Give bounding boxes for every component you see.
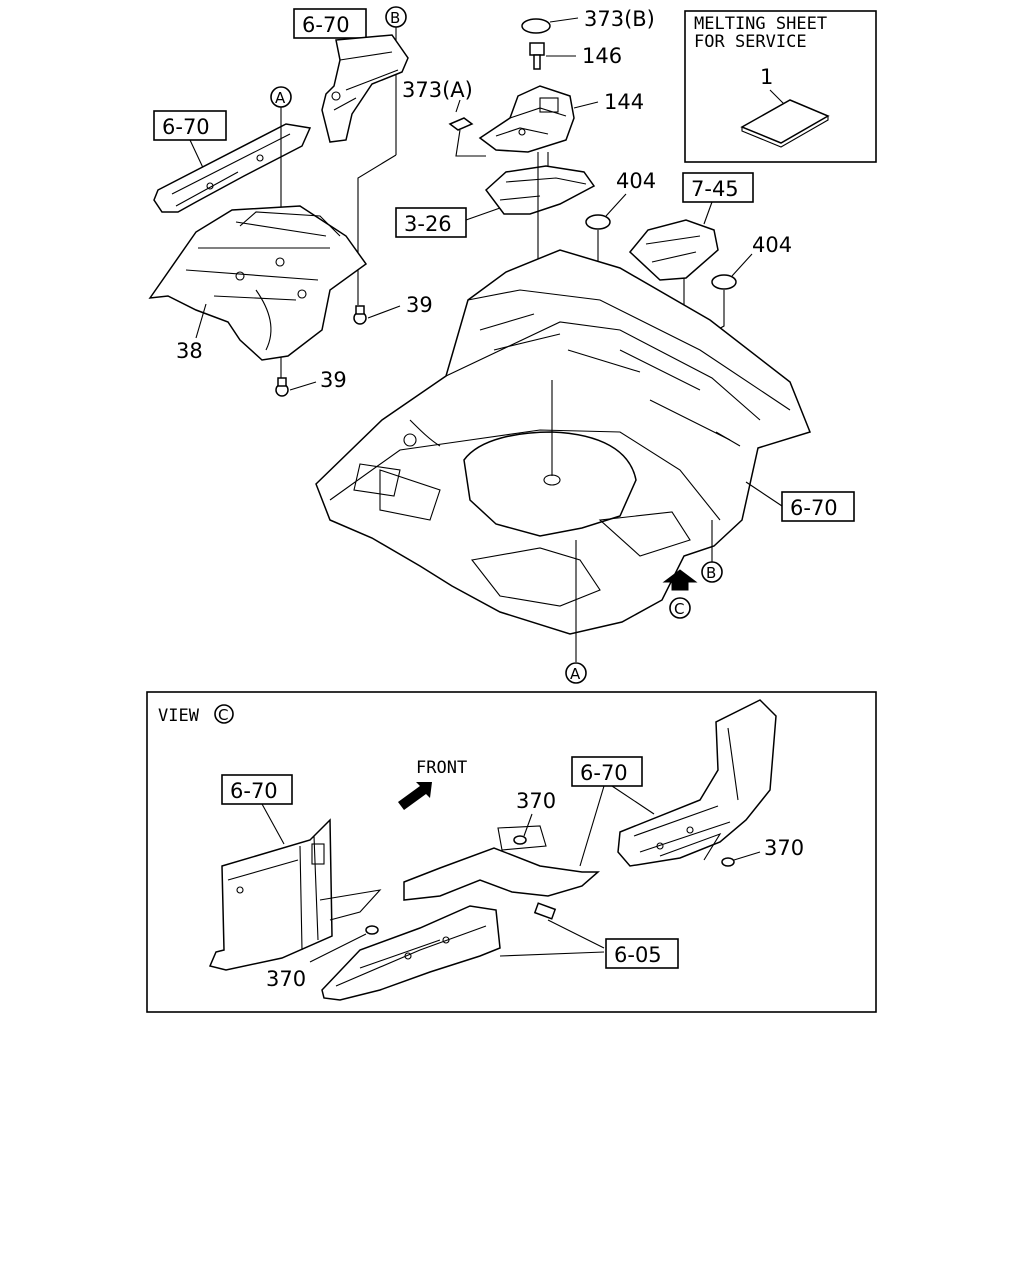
svg-text:C: C xyxy=(674,600,684,618)
part-39-label-lower: 39 xyxy=(320,368,347,392)
cap-373a xyxy=(448,99,486,157)
rear-side-rail-upper xyxy=(321,34,409,143)
front-arrow-icon xyxy=(398,782,432,810)
circle-marker-a-bottom: A xyxy=(565,662,587,684)
part-38-label: 38 xyxy=(176,339,203,363)
part-144-label: 144 xyxy=(604,90,644,114)
svg-text:7-45: 7-45 xyxy=(691,177,739,201)
svg-text:6-70: 6-70 xyxy=(790,496,838,520)
ref-7-45: 7-45 xyxy=(682,172,754,225)
floor-panel xyxy=(315,249,811,635)
ref-3-26: 3-26 xyxy=(395,207,501,238)
view-c-arrow: C xyxy=(662,569,698,619)
ref-6-70-left: 6-70 xyxy=(153,110,227,173)
svg-text:A: A xyxy=(570,665,581,683)
svg-text:6-70: 6-70 xyxy=(302,13,350,37)
cap-373b xyxy=(521,17,579,34)
view-label: VIEW xyxy=(158,706,200,726)
svg-text:6-05: 6-05 xyxy=(614,943,662,967)
floor-crossmember-38 xyxy=(148,205,368,361)
view-lower-rail xyxy=(321,905,501,1001)
grommet-39-lower xyxy=(275,377,317,397)
svg-text:6-70: 6-70 xyxy=(580,761,628,785)
ref-6-70-right: 6-70 xyxy=(745,481,855,522)
melting-sheet-title-line1: MELTING SHEET xyxy=(694,14,827,34)
seat-bracket-7-45 xyxy=(628,219,719,314)
bolt-146 xyxy=(529,42,576,70)
circle-marker-b-right: B xyxy=(701,520,723,583)
ref-6-70-top: 6-70 xyxy=(293,8,367,39)
plug-404-left xyxy=(585,193,627,266)
part-370-label-left: 370 xyxy=(266,967,306,991)
part-370-label-center: 370 xyxy=(516,789,556,813)
view-c-marker: C xyxy=(218,706,228,724)
rear-side-rail-left xyxy=(153,123,312,213)
melting-sheet-box: MELTING SHEET FOR SERVICE 1 xyxy=(684,10,877,163)
svg-text:B: B xyxy=(390,9,400,27)
plug-370-view-right xyxy=(721,857,735,867)
melting-sheet-item-number: 1 xyxy=(760,65,773,89)
part-373a-label: 373(A) xyxy=(402,78,473,102)
bracket-144 xyxy=(478,85,599,153)
melting-sheet-title-line2: FOR SERVICE xyxy=(694,32,807,52)
front-label: FRONT xyxy=(416,758,467,778)
view-right-rail xyxy=(617,699,777,867)
ref-6-70-view-right: 6-70 xyxy=(571,756,655,867)
grommet-39-upper xyxy=(353,305,401,325)
part-39-label-upper: 39 xyxy=(406,293,433,317)
view-center-rail xyxy=(403,847,600,901)
part-373b-label: 373(B) xyxy=(584,7,655,31)
svg-text:B: B xyxy=(706,564,716,582)
plug-370-view-center xyxy=(513,835,527,845)
part-370-label-right: 370 xyxy=(764,836,804,860)
svg-text:6-70: 6-70 xyxy=(230,779,278,803)
part-146-label: 146 xyxy=(582,44,622,68)
ref-6-70-view-left: 6-70 xyxy=(221,774,293,845)
svg-text:A: A xyxy=(275,89,286,107)
plug-370-view-left xyxy=(365,925,379,935)
part-404-label-left: 404 xyxy=(616,169,656,193)
bolt-6-05: 6-05 xyxy=(499,902,679,969)
svg-text:3-26: 3-26 xyxy=(404,212,452,236)
part-404-label-right: 404 xyxy=(752,233,792,257)
view-c-panel: VIEW C FRONT 6-70 370 370 6-70 xyxy=(146,691,877,1013)
svg-text:6-70: 6-70 xyxy=(162,115,210,139)
